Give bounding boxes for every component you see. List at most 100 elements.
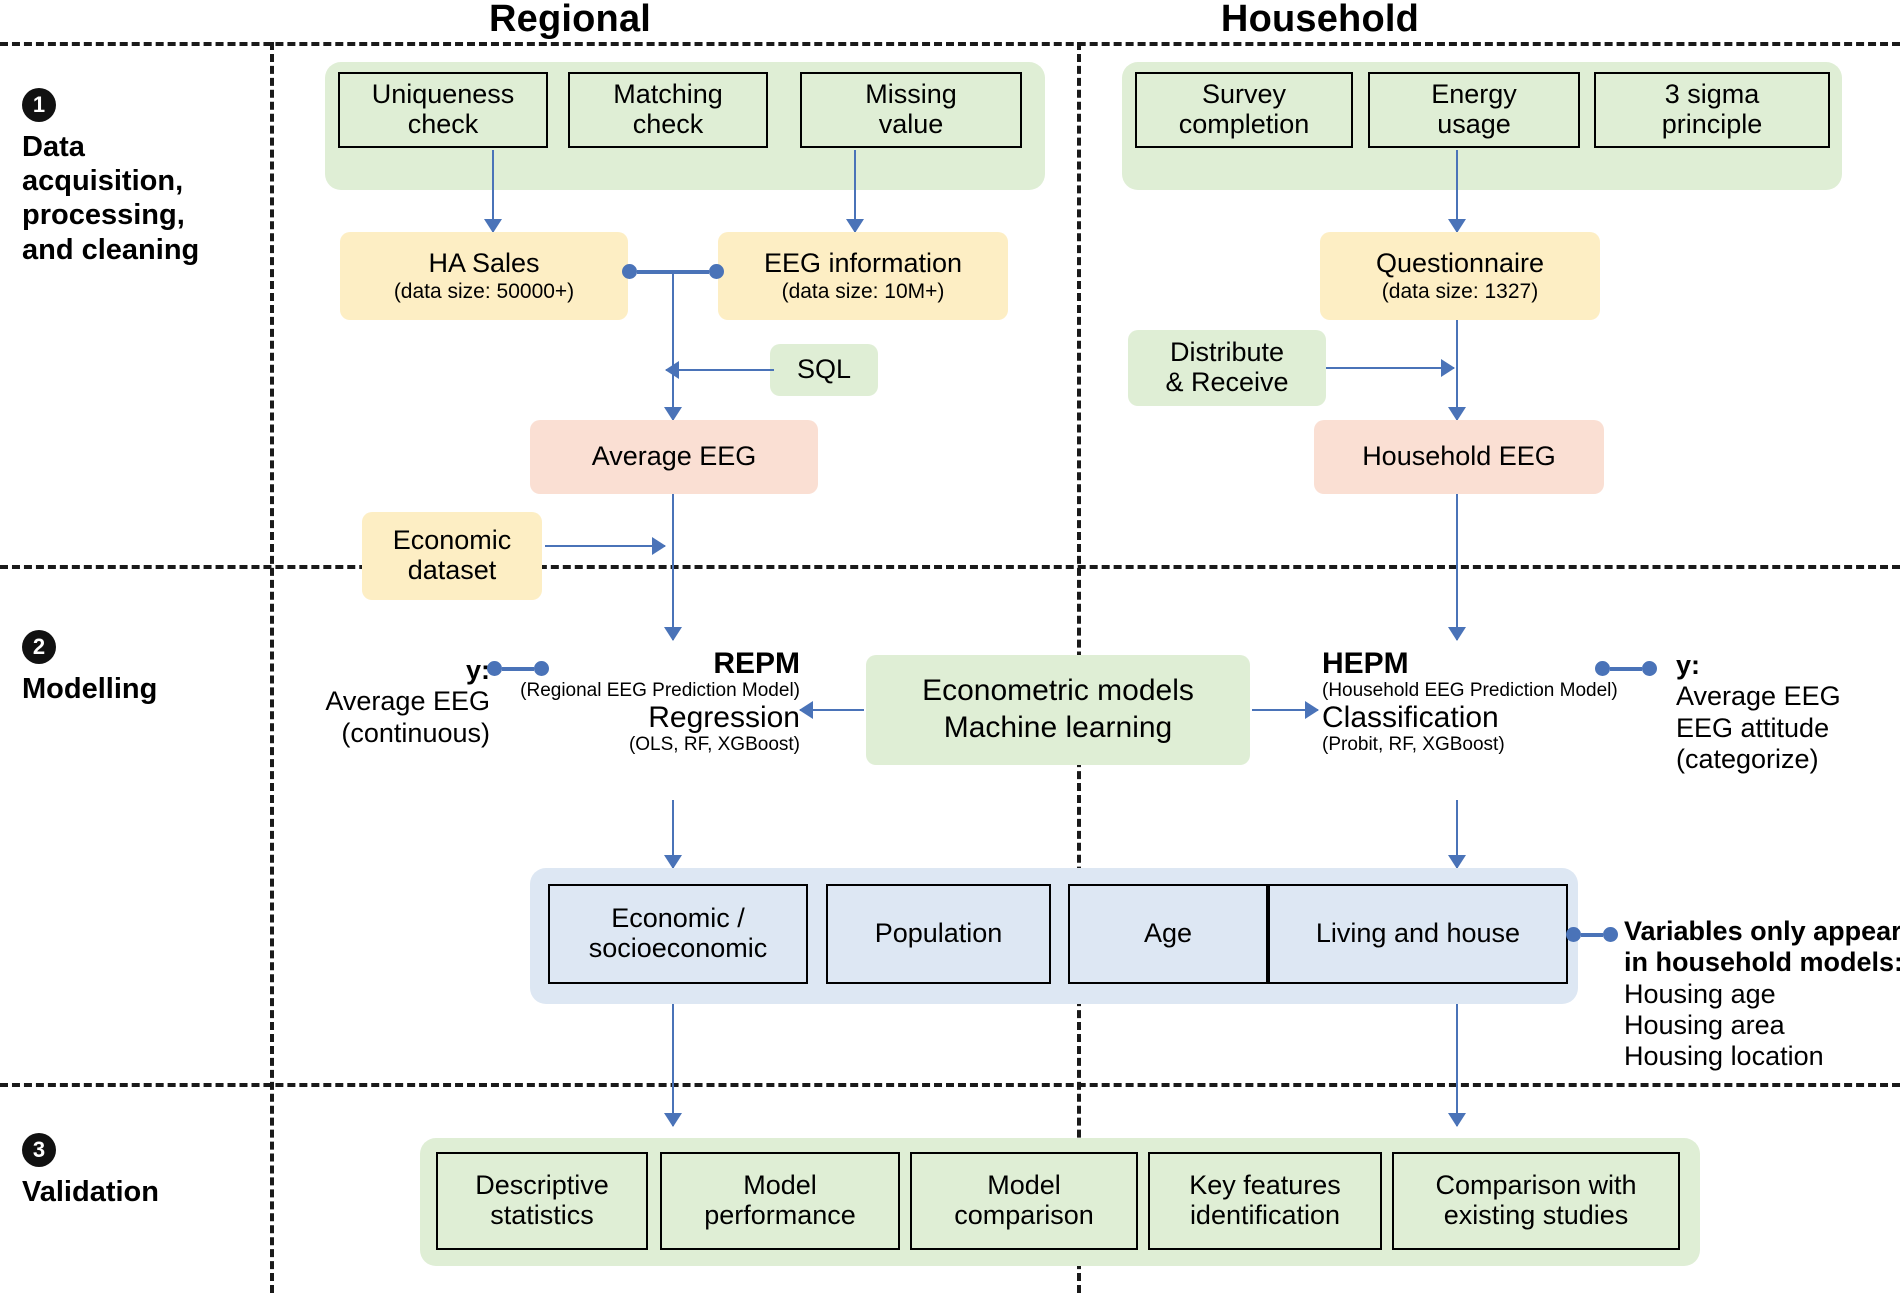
arrow-distribute-to-questionnaire-flow	[1326, 358, 1455, 378]
arrow-sql-to-merge	[665, 360, 774, 380]
arrow-merge-to-average-eeg	[663, 272, 683, 421]
arrow-household-eeg-to-hepm	[1447, 494, 1467, 641]
box-key-features-identification[interactable]: Key features identification	[1148, 1152, 1382, 1250]
repm-algos: (OLS, RF, XGBoost)	[628, 734, 800, 756]
connector-household-only-note	[1566, 927, 1618, 942]
household-only-item-0: Housing age	[1624, 978, 1776, 1009]
box-survey-completion[interactable]: Survey completion	[1135, 72, 1353, 148]
stage-label-3: 3 Validation	[22, 1133, 262, 1209]
arrow-methods-to-repm	[799, 700, 864, 720]
hepm-paren: (Household EEG Prediction Model)	[1322, 679, 1618, 701]
repm-name: REPM	[713, 647, 800, 680]
box-eeg-information[interactable]: EEG information (data size: 10M+)	[718, 232, 1008, 320]
hepm-algos: (Probit, RF, XGBoost)	[1322, 734, 1505, 756]
connector-hasales-eeginfo	[622, 264, 724, 279]
box-household-eeg[interactable]: Household EEG	[1314, 420, 1604, 494]
box-energy-usage[interactable]: Energy usage	[1368, 72, 1580, 148]
y-line-left-1: (continuous)	[341, 717, 490, 748]
model-hepm: HEPM (Household EEG Prediction Model) Cl…	[1322, 648, 1662, 756]
connector-dot-left	[1566, 927, 1581, 942]
connector-y-right	[1595, 661, 1657, 676]
hepm-name: HEPM	[1322, 647, 1409, 680]
box-econometric-machine-learning[interactable]: Econometric models Machine learning	[866, 655, 1250, 765]
hepm-type: Classification	[1322, 701, 1499, 735]
box-variable-population[interactable]: Population	[826, 884, 1051, 984]
connector-dot-left	[487, 661, 502, 676]
arrow-questionnaire-to-household-eeg	[1447, 320, 1467, 421]
repm-type: Regression	[648, 701, 800, 735]
box-variable-living-and-house[interactable]: Living and house	[1268, 884, 1568, 984]
economic-dataset-label: Economic dataset	[392, 525, 512, 585]
y-line-right-1: EEG attitude	[1676, 712, 1830, 743]
connector-bar	[1581, 932, 1603, 937]
ha-sales-title: HA Sales	[428, 247, 540, 278]
arrow-hepm-to-variables	[1447, 800, 1467, 869]
box-model-comparison[interactable]: Model comparison	[910, 1152, 1138, 1250]
box-variable-economic-socioeconomic[interactable]: Economic / socioeconomic	[548, 884, 808, 984]
stage-badge-3: 3	[22, 1133, 56, 1167]
stage-label-2: 2 Modelling	[22, 630, 262, 706]
column-header-regional: Regional	[488, 0, 652, 40]
box-distribute-receive[interactable]: Distribute & Receive	[1128, 330, 1326, 406]
y-label-left: y:	[465, 655, 490, 685]
arrow-economic-dataset-to-repm	[545, 536, 666, 556]
connector-dot-left	[622, 264, 637, 279]
connector-y-left	[487, 661, 549, 676]
box-ha-sales[interactable]: HA Sales (data size: 50000+)	[340, 232, 628, 320]
divider-top	[0, 42, 1900, 46]
box-missing-value[interactable]: Missing value	[800, 72, 1022, 148]
y-line-right-2: (categorize)	[1676, 743, 1819, 774]
connector-bar	[637, 269, 709, 274]
arrow-variables-to-validation-right	[1447, 1004, 1467, 1127]
repm-paren: (Regional EEG Prediction Model)	[520, 679, 800, 701]
stage-label-1: 1 Data acquisition, processing, and clea…	[22, 88, 262, 267]
eeg-information-title: EEG information	[763, 247, 963, 278]
box-descriptive-statistics[interactable]: Descriptive statistics	[436, 1152, 648, 1250]
y-line-left-0: Average EEG	[325, 686, 490, 717]
arrow-uniqueness-to-hasales	[483, 150, 503, 233]
ha-sales-subtitle: (data size: 50000+)	[393, 280, 575, 304]
y-annotation-right: y: Average EEG EEG attitude (categorize)	[1676, 650, 1900, 775]
y-label-right: y:	[1676, 650, 1701, 680]
stage-title-1: Data acquisition, processing, and cleani…	[22, 131, 200, 266]
column-header-household: Household	[1220, 0, 1420, 40]
household-only-note: Variables only appear in household model…	[1624, 916, 1900, 1073]
box-economic-dataset[interactable]: Economic dataset	[362, 512, 542, 600]
box-comparison-with-existing-studies[interactable]: Comparison with existing studies	[1392, 1152, 1680, 1250]
arrow-variables-to-validation-left	[663, 1004, 683, 1127]
y-line-right-0: Average EEG	[1676, 681, 1841, 712]
box-average-eeg[interactable]: Average EEG	[530, 420, 818, 494]
connector-dot-right	[1603, 927, 1618, 942]
household-only-heading: Variables only appear in household model…	[1624, 916, 1900, 978]
stage-title-2: Modelling	[22, 673, 158, 705]
arrow-missing-to-eeginfo	[845, 150, 865, 233]
stage-title-3: Validation	[22, 1176, 159, 1208]
divider-stage1-stage2	[0, 565, 1900, 569]
household-only-item-2: Housing location	[1624, 1041, 1824, 1072]
questionnaire-title: Questionnaire	[1375, 247, 1545, 278]
stage-badge-2: 2	[22, 630, 56, 664]
household-only-item-1: Housing area	[1624, 1009, 1785, 1040]
arrow-methods-to-hepm	[1252, 700, 1319, 720]
questionnaire-subtitle: (data size: 1327)	[1381, 280, 1539, 304]
connector-bar	[1610, 666, 1642, 671]
stage-badge-1: 1	[22, 88, 56, 122]
connector-dot-right	[709, 264, 724, 279]
divider-left-column	[270, 42, 274, 1293]
connector-dot-right	[1642, 661, 1657, 676]
model-repm: REPM (Regional EEG Prediction Model) Reg…	[470, 648, 800, 756]
box-sql[interactable]: SQL	[770, 344, 878, 396]
y-annotation-left: y: Average EEG (continuous)	[290, 655, 490, 749]
arrow-average-eeg-to-repm	[663, 494, 683, 641]
arrow-repm-to-variables	[663, 800, 683, 869]
connector-dot-right	[534, 661, 549, 676]
box-3-sigma-principle[interactable]: 3 sigma principle	[1594, 72, 1830, 148]
box-questionnaire[interactable]: Questionnaire (data size: 1327)	[1320, 232, 1600, 320]
box-matching-check[interactable]: Matching check	[568, 72, 768, 148]
box-model-performance[interactable]: Model performance	[660, 1152, 900, 1250]
connector-bar	[502, 666, 534, 671]
box-variable-age[interactable]: Age	[1068, 884, 1268, 984]
connector-dot-left	[1595, 661, 1610, 676]
box-uniqueness-check[interactable]: Uniqueness check	[338, 72, 548, 148]
